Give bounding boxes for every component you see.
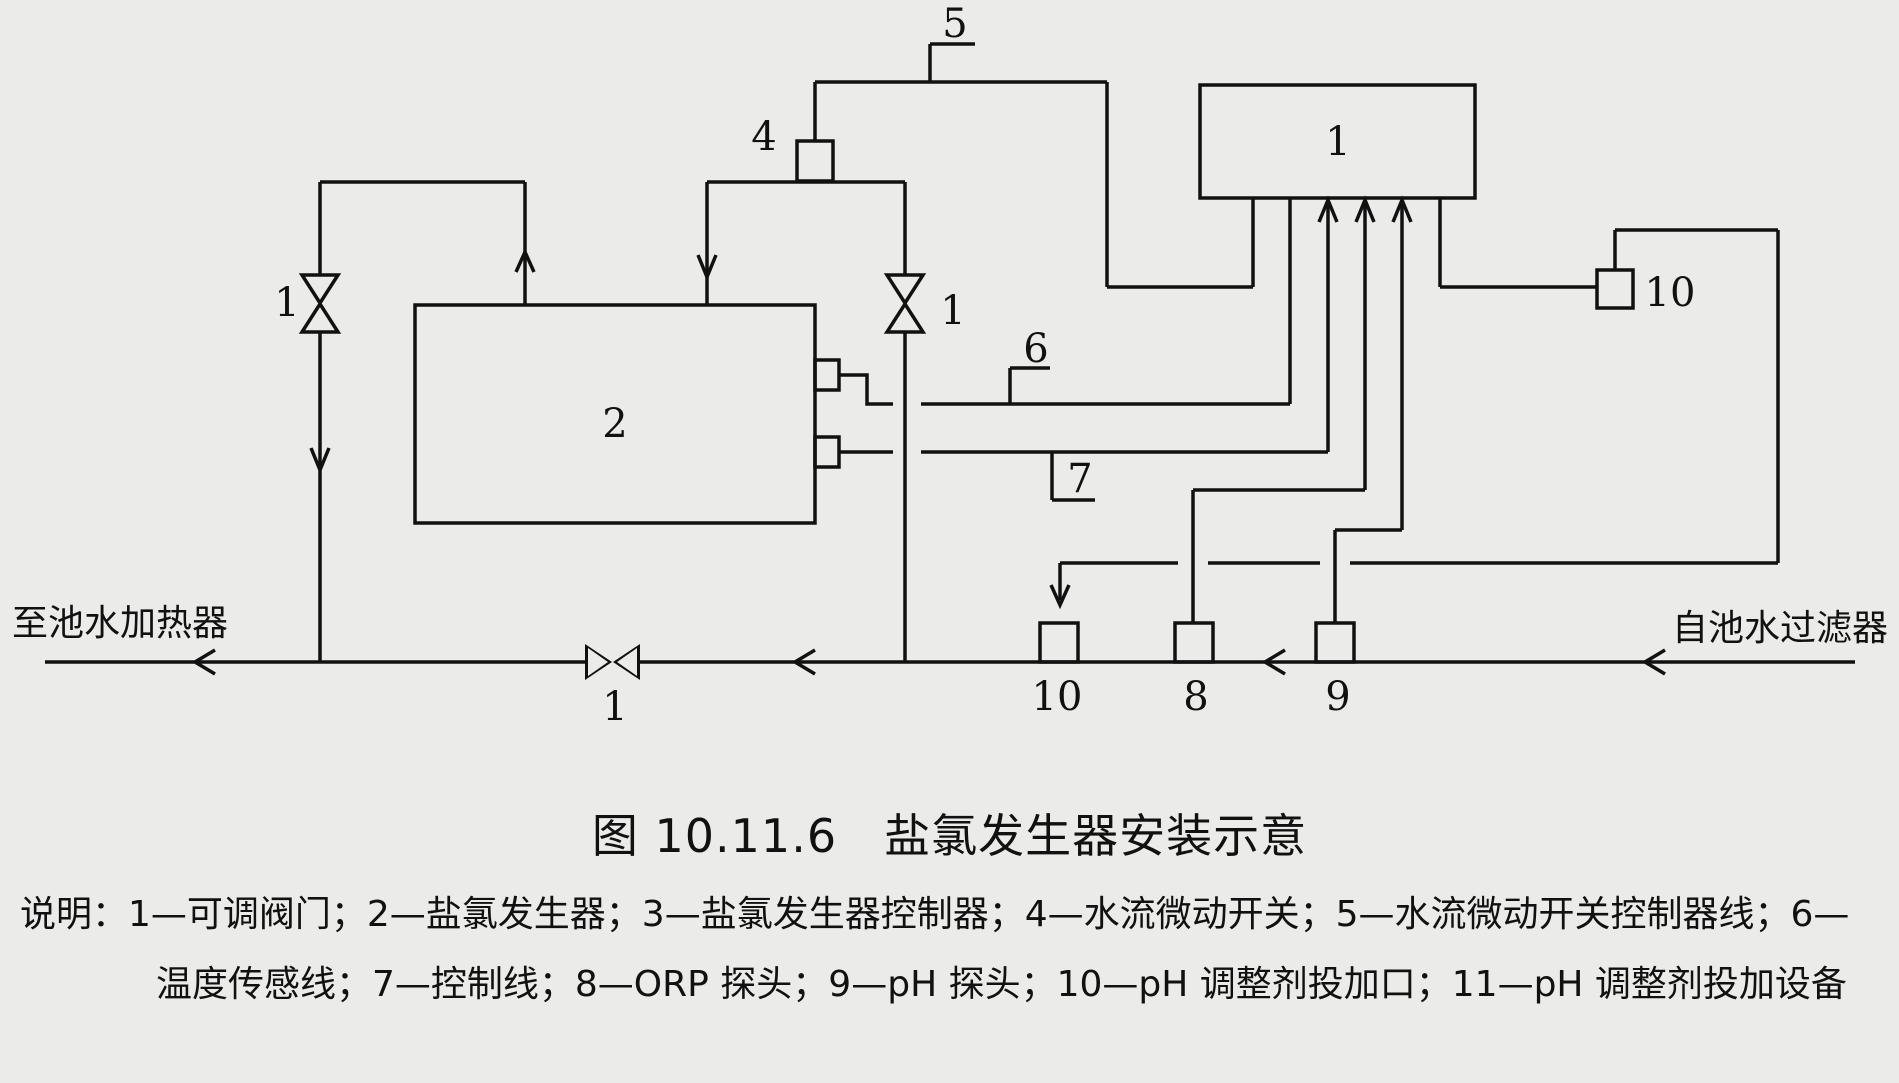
orp-probe xyxy=(1173,621,1215,664)
number-labels: 1 2 4 5 6 7 1 1 1 10 10 8 9 xyxy=(274,1,1695,730)
ph-probe-line xyxy=(1333,195,1413,623)
label-generator: 2 xyxy=(602,401,627,447)
pipe-probes xyxy=(1038,621,1356,664)
label-control-line: 7 xyxy=(1067,456,1092,502)
inlet-label: 自池水过滤器 xyxy=(1672,608,1888,649)
doser-inlet xyxy=(1038,621,1080,664)
notes-text: 说明：1—可调阀门；2—盐氯发生器；3—盐氯发生器控制器；4—水流微动开关；5—… xyxy=(20,894,1850,1005)
figure-notes: 说明：1—可调阀门；2—盐氯发生器；3—盐氯发生器控制器；4—水流微动开关；5—… xyxy=(20,880,1880,1020)
valve-left xyxy=(298,273,342,334)
ph-dosing-line xyxy=(1049,198,1780,610)
controller-box xyxy=(1198,83,1477,200)
orp-probe-line xyxy=(1191,195,1376,623)
label-flow-switch: 4 xyxy=(751,114,776,160)
right-loop-pipe xyxy=(696,180,907,662)
main-pipe xyxy=(45,648,1855,676)
label-doser-bottom: 10 xyxy=(1032,674,1083,720)
figure-title: 盐氯发生器安装示意 xyxy=(884,809,1308,863)
label-ph-probe: 9 xyxy=(1325,674,1350,720)
flow-switch xyxy=(795,82,835,183)
label-controller: 1 xyxy=(1325,119,1350,165)
switch-control-line xyxy=(815,42,1255,289)
control-line xyxy=(839,195,1339,502)
temperature-line xyxy=(839,198,1292,406)
valve-right xyxy=(883,273,927,334)
figure-caption: 图 10.11.6 盐氯发生器安装示意 xyxy=(0,800,1899,866)
valve-bottom xyxy=(585,644,640,680)
figure-number: 图 10.11.6 xyxy=(591,809,838,863)
left-loop-pipe xyxy=(309,180,536,662)
label-temp-line: 6 xyxy=(1023,326,1048,372)
ph-probe xyxy=(1314,621,1356,664)
label-valve-left: 1 xyxy=(274,280,299,326)
label-valve-right: 1 xyxy=(940,288,965,334)
outlet-label: 至池水加热器 xyxy=(12,603,228,644)
label-valve-bottom: 1 xyxy=(602,684,627,730)
label-orp-probe: 8 xyxy=(1183,674,1208,720)
label-doser-top: 10 xyxy=(1645,270,1696,316)
label-switch-line: 5 xyxy=(942,1,967,47)
